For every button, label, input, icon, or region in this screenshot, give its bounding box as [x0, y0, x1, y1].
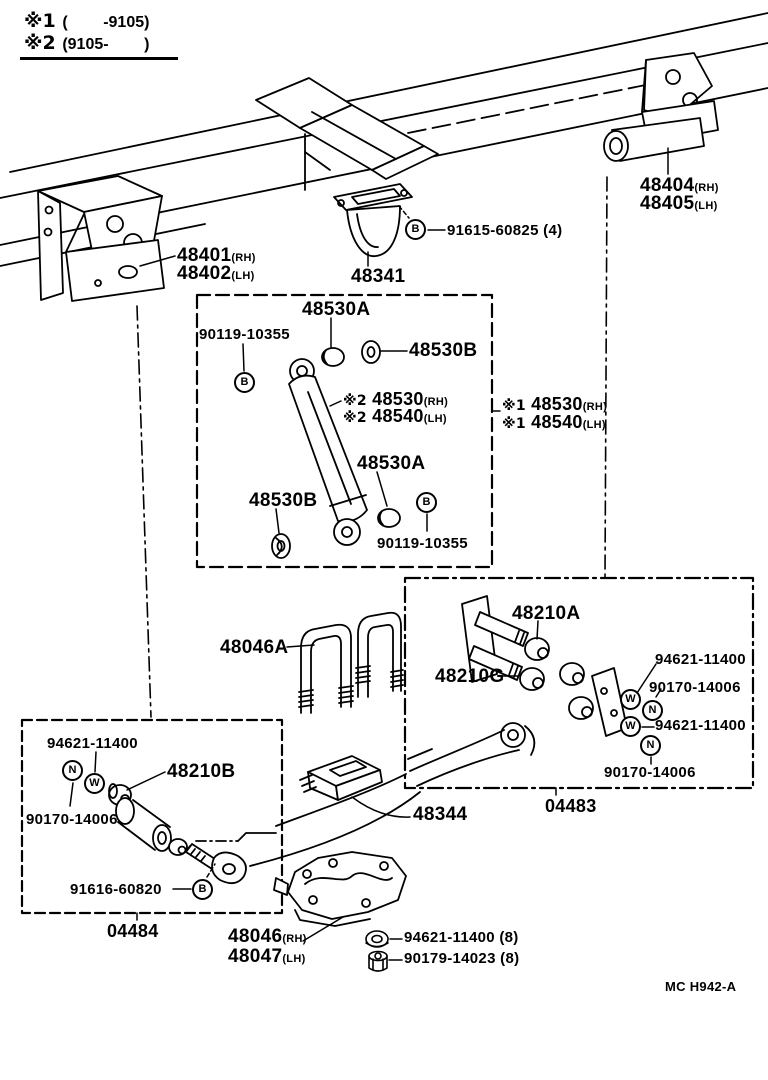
washer-icon — [365, 930, 389, 948]
label-48401: 48401(RH) — [177, 245, 256, 266]
label-48402: 48402(LH) — [177, 263, 255, 284]
label-90119-top: 90119-10355 — [199, 326, 290, 343]
bolt-marker-b-1: B — [405, 219, 426, 240]
label-48210a: 48210A — [512, 603, 581, 624]
right-hanger-bracket — [603, 52, 719, 162]
label-x1-48540: ※1 48540(LH) — [502, 412, 606, 432]
label-90179-x8: 90179-14023 (8) — [404, 950, 520, 967]
leader-lines — [69, 147, 669, 961]
shackle-kit-box — [403, 576, 755, 790]
label-48530a-top: 48530A — [302, 299, 371, 320]
shock-kit-box — [195, 293, 494, 569]
left-hanger-bracket — [37, 175, 165, 302]
label-48210g: 48210G — [435, 666, 505, 687]
label-04483: 04483 — [545, 796, 597, 816]
bushing-kit-box — [20, 718, 284, 915]
label-90170-right-1: 90170-14006 — [649, 679, 741, 696]
shock-absorber — [271, 340, 401, 559]
note-period-2: ※2 (9105- ) — [24, 32, 150, 54]
label-48530b-top: 48530B — [409, 340, 478, 361]
label-91615-60825: 91615-60825 (4) — [447, 222, 563, 239]
washer-marker-w-3: W — [84, 773, 105, 794]
label-48341: 48341 — [351, 266, 406, 287]
u-bolts — [298, 611, 404, 714]
bushing-48210g — [519, 667, 545, 691]
label-x2-48540: ※2 48540(LH) — [343, 406, 447, 426]
label-48530a-bottom: 48530A — [357, 453, 426, 474]
bolt-marker-b-2: B — [234, 372, 255, 393]
note-underline — [20, 57, 178, 60]
bump-stop — [333, 183, 413, 257]
label-91616-60820: 91616-60820 — [70, 881, 162, 898]
spring-eye — [500, 722, 526, 748]
chain-lines — [136, 176, 608, 718]
label-48344: 48344 — [413, 804, 468, 825]
label-90119-bottom: 90119-10355 — [377, 535, 468, 552]
leaf-spring — [195, 773, 421, 867]
label-x2-48530: ※2 48530(RH) — [343, 389, 449, 409]
label-90170-left: 90170-14006 — [26, 811, 118, 828]
washer-marker-w-1: W — [620, 689, 641, 710]
label-48046: 48046(RH) — [228, 926, 307, 947]
washer-marker-w-2: W — [620, 716, 641, 737]
nut-marker-n-3: N — [62, 760, 83, 781]
label-x1-48530: ※1 48530(RH) — [502, 394, 608, 414]
label-90170-right-2: 90170-14006 — [604, 764, 696, 781]
doc-code: MC H942-A — [665, 979, 737, 994]
label-04484: 04484 — [107, 921, 159, 941]
bolt-marker-b-4: B — [192, 879, 213, 900]
label-48404: 48404(RH) — [640, 175, 719, 196]
spring-seat — [273, 851, 407, 927]
bushing-48530a-bottom — [377, 508, 401, 528]
label-48046a: 48046A — [220, 637, 289, 658]
label-48210b: 48210B — [167, 761, 236, 782]
bushing-kit-parts — [108, 783, 247, 885]
nut-marker-n-2: N — [640, 735, 661, 756]
spring-clamp — [299, 755, 383, 801]
label-94621-right-2: 94621-11400 — [655, 717, 746, 734]
label-48530b-bottom: 48530B — [249, 490, 318, 511]
crossmember — [255, 77, 439, 191]
nut-marker-n-1: N — [642, 700, 663, 721]
bushing-48530a-top — [321, 347, 345, 367]
shackle-parts — [407, 595, 628, 787]
label-94621-x8: 94621-11400 (8) — [404, 929, 519, 946]
note-period-1: ※1 ( -9105) — [24, 10, 150, 32]
label-94621-right-1: 94621-11400 — [655, 651, 746, 668]
label-48405: 48405(LH) — [640, 193, 718, 214]
bolt-marker-b-3: B — [416, 492, 437, 513]
nut-icon — [368, 950, 388, 972]
label-94621-left: 94621-11400 — [47, 735, 138, 752]
label-48047: 48047(LH) — [228, 946, 306, 967]
grommet-48530b-top — [361, 340, 381, 364]
